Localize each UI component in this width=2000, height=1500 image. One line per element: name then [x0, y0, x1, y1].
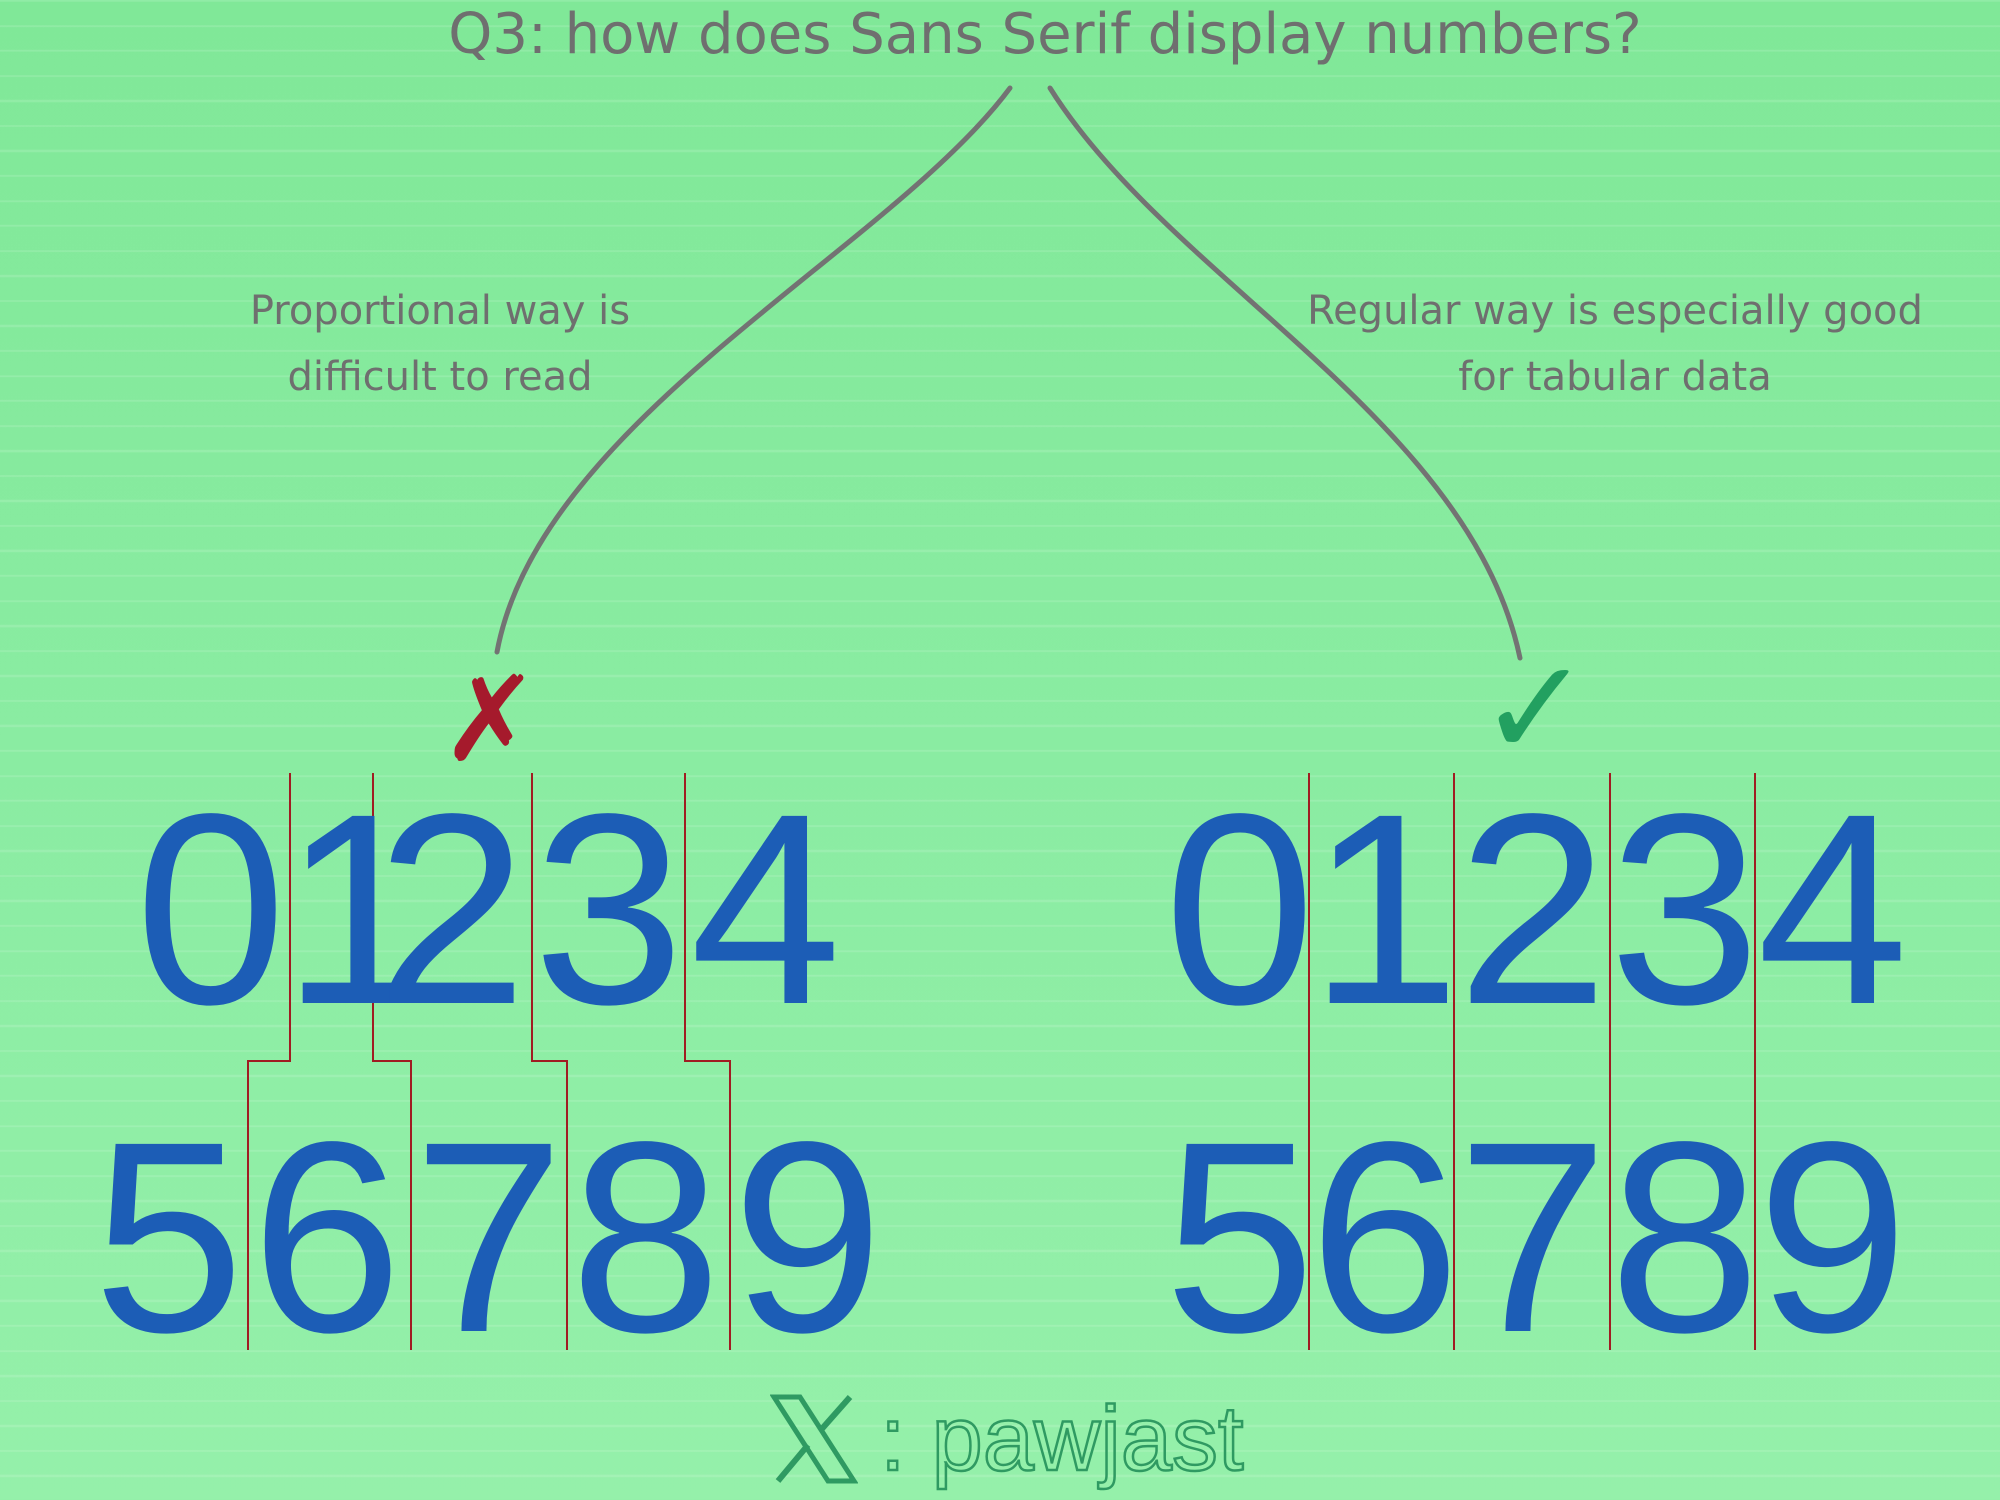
proportional-note-line-2: difficult to read	[287, 354, 593, 400]
cross-mark: ✗	[441, 650, 540, 788]
right-digit-6: 6	[1309, 1085, 1460, 1389]
right-digit-1: 1	[1309, 757, 1460, 1061]
author-handle: pawjast	[930, 1386, 1244, 1491]
left-digit-row-1: 0 1 2 3 4	[135, 757, 841, 1061]
left-digit-2: 2	[376, 757, 527, 1061]
right-digit-5: 5	[1164, 1085, 1315, 1389]
proportional-note: Proportional way is difficult to read	[240, 278, 640, 410]
check-mark: ✓	[1478, 630, 1591, 787]
right-digit-3: 3	[1609, 757, 1760, 1061]
right-digit-row-1: 0 1 2 3 4	[1164, 757, 1908, 1061]
tabular-note-line-1: Regular way is especially good	[1307, 288, 1923, 334]
left-digit-3: 3	[533, 757, 684, 1061]
left-digit-1: 1	[282, 757, 433, 1061]
left-digit-8: 8	[570, 1085, 721, 1389]
right-digit-2: 2	[1457, 757, 1608, 1061]
connector-left	[494, 85, 1013, 655]
tabular-note: Regular way is especially good for tabul…	[1290, 278, 1940, 410]
connector-right	[1047, 85, 1523, 661]
left-guide-lines	[247, 773, 731, 1350]
footer-credit: : pawjast	[770, 1384, 1245, 1494]
left-digit-0: 0	[135, 757, 286, 1061]
x-logo-icon	[770, 1394, 858, 1484]
left-digit-6: 6	[251, 1085, 402, 1389]
right-digit-9: 9	[1757, 1085, 1908, 1389]
tabular-note-line-2: for tabular data	[1458, 354, 1772, 400]
diagram-title: Q3: how does Sans Serif display numbers?	[448, 2, 1642, 67]
proportional-note-line-1: Proportional way is	[249, 288, 631, 334]
footer-separator: :	[879, 1386, 907, 1491]
right-guide-lines	[1308, 773, 1756, 1350]
right-digit-7: 7	[1457, 1085, 1608, 1389]
right-digit-8: 8	[1609, 1085, 1760, 1389]
left-digit-4: 4	[690, 757, 841, 1061]
left-digit-9: 9	[732, 1085, 883, 1389]
left-digit-7: 7	[413, 1085, 564, 1389]
left-digit-row-2: 5 6 7 8 9	[93, 1085, 883, 1389]
right-digit-row-2: 5 6 7 8 9	[1164, 1085, 1908, 1389]
right-digit-4: 4	[1757, 757, 1908, 1061]
right-digit-0: 0	[1164, 757, 1315, 1061]
left-digit-5: 5	[93, 1085, 244, 1389]
